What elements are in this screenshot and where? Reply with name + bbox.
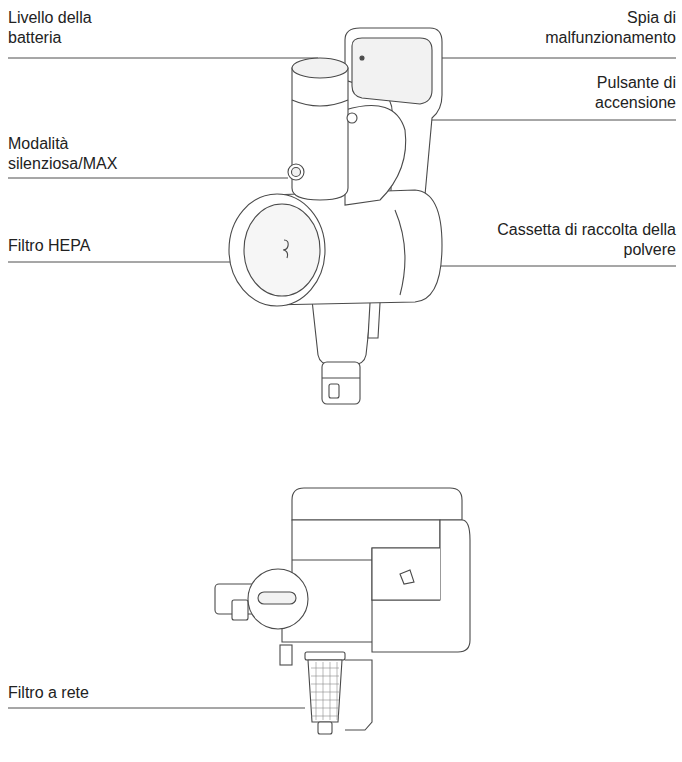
handle-grip bbox=[352, 38, 432, 104]
mesh-filter-cap bbox=[305, 652, 345, 660]
bin-contour bbox=[395, 210, 405, 295]
release-slot bbox=[258, 592, 296, 604]
pistol-grip bbox=[372, 520, 470, 652]
leader-line bbox=[8, 178, 288, 179]
seam bbox=[292, 559, 372, 560]
battery-display bbox=[292, 58, 348, 78]
mode-button bbox=[288, 164, 304, 180]
mesh-line bbox=[311, 676, 339, 677]
filter-bracket bbox=[345, 660, 372, 730]
grip-opening bbox=[372, 548, 440, 600]
nozzle bbox=[312, 300, 372, 365]
hepa-cap bbox=[229, 194, 325, 306]
part-label: Livello della batteria bbox=[8, 8, 128, 48]
mesh-filter-tip bbox=[318, 722, 332, 734]
trigger bbox=[400, 570, 414, 584]
hepa-filter bbox=[244, 204, 320, 296]
mesh-line bbox=[337, 662, 338, 720]
front-view bbox=[229, 28, 442, 404]
mesh-lines bbox=[311, 662, 339, 720]
leader-line bbox=[8, 262, 262, 263]
mesh-line bbox=[311, 692, 339, 693]
mesh-line bbox=[311, 708, 339, 709]
part-label: Cassetta di raccolta della polvere bbox=[496, 220, 676, 260]
mesh-line bbox=[311, 684, 339, 685]
mesh-line bbox=[330, 662, 331, 720]
shoulder bbox=[345, 106, 406, 206]
leader-lines bbox=[8, 58, 676, 708]
part-label: Filtro HEPA bbox=[8, 236, 148, 256]
side-view bbox=[215, 488, 470, 734]
part-label: Filtro a rete bbox=[8, 683, 148, 703]
mesh-filter bbox=[308, 660, 342, 722]
part-label: Pulsante di accensione bbox=[546, 73, 676, 113]
battery-column bbox=[292, 68, 348, 200]
leader-line bbox=[8, 58, 318, 59]
column-seam bbox=[292, 100, 348, 106]
part-label: Spia di malfunzionamento bbox=[521, 8, 676, 48]
hepa-logo bbox=[283, 240, 288, 258]
nozzle-connector bbox=[322, 362, 360, 404]
side-bin-cap bbox=[248, 569, 308, 629]
mesh-line bbox=[311, 668, 339, 669]
mesh-line bbox=[311, 716, 339, 717]
power-button bbox=[347, 113, 357, 123]
leader-line bbox=[430, 266, 676, 267]
connector-ring bbox=[322, 377, 360, 378]
mesh-line bbox=[323, 662, 324, 720]
latch bbox=[280, 645, 292, 665]
fault-light bbox=[360, 56, 364, 60]
mode-button-inner bbox=[292, 168, 301, 177]
mesh-line bbox=[311, 700, 339, 701]
connector-slot bbox=[329, 384, 339, 398]
part-label: Modalità silenziosa/MAX bbox=[8, 134, 138, 174]
side-nozzle-tab bbox=[232, 600, 248, 620]
top-cap bbox=[292, 488, 462, 520]
leader-line bbox=[8, 708, 305, 709]
mesh-line bbox=[316, 662, 317, 720]
